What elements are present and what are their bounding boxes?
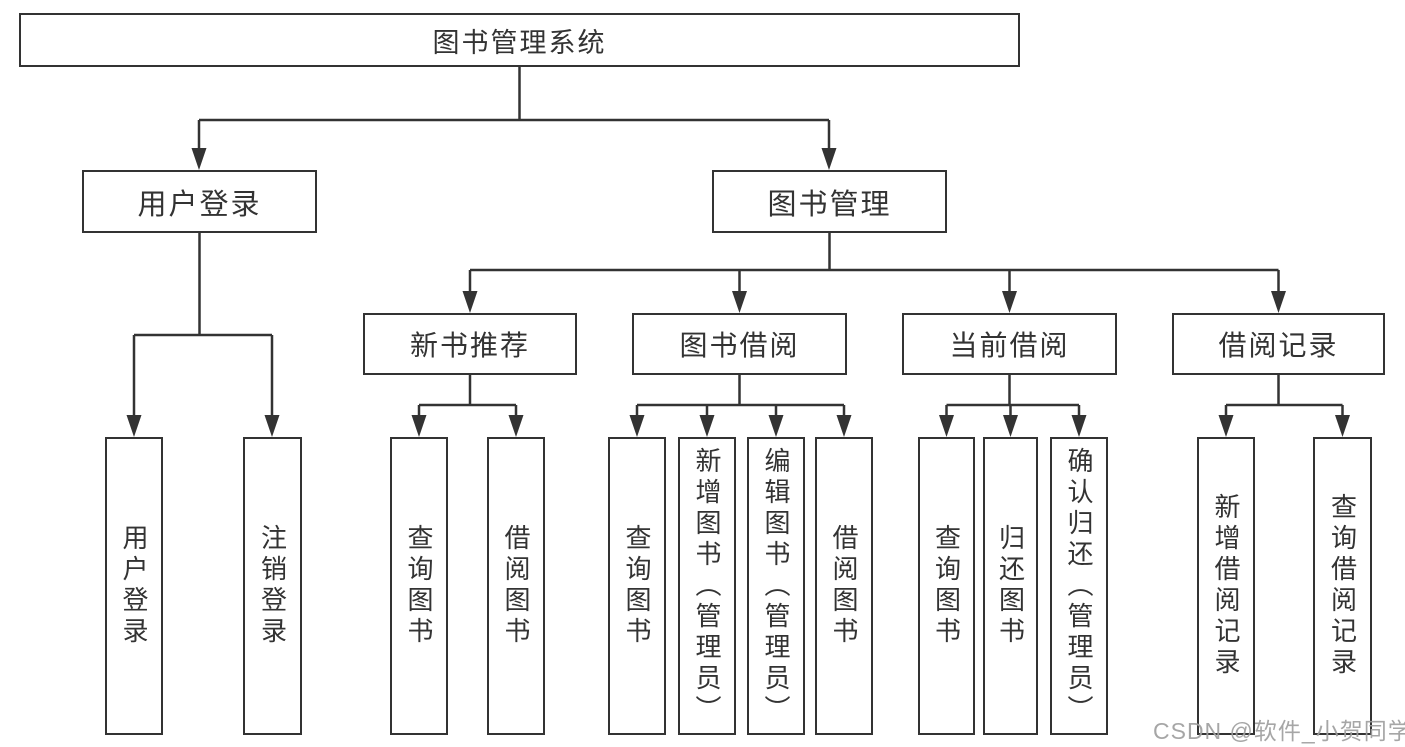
node-label: 用户登录 [137, 188, 262, 221]
leaf-query-books-borrowing: 查询图书 [608, 437, 666, 735]
node-label: 确认归还（管理员） [1064, 446, 1094, 726]
node-label: 编辑图书（管理员） [761, 446, 791, 726]
node-book-borrowing: 图书借阅 [632, 313, 847, 375]
leaf-query-books-recommend: 查询图书 [390, 437, 448, 735]
node-label: 新增借阅记录 [1211, 493, 1241, 679]
node-label: 注销登录 [257, 524, 288, 648]
node-label: 图书管理系统 [432, 27, 607, 58]
node-label: 借阅图书 [829, 524, 859, 648]
node-borrowing-records: 借阅记录 [1172, 313, 1385, 375]
leaf-user-login: 用户登录 [105, 437, 163, 735]
node-label: 查询借阅记录 [1327, 493, 1358, 679]
node-label: 查询图书 [404, 524, 434, 648]
leaf-return-books: 归还图书 [983, 437, 1038, 735]
node-library-management-system: 图书管理系统 [19, 13, 1020, 67]
node-user-login: 用户登录 [82, 170, 317, 233]
node-label: 查询图书 [931, 524, 962, 648]
node-label: 图书管理 [767, 188, 892, 221]
leaf-confirm-return-admin: 确认归还（管理员） [1050, 437, 1108, 735]
leaf-query-borrow-record: 查询借阅记录 [1313, 437, 1372, 735]
node-label: 借阅图书 [501, 524, 531, 648]
node-book-management: 图书管理 [712, 170, 947, 233]
node-label: 新增图书（管理员） [692, 446, 722, 726]
node-label: 归还图书 [995, 524, 1026, 648]
node-label: 用户登录 [119, 524, 149, 648]
arrowheads [126, 148, 1350, 437]
node-label: 图书借阅 [679, 330, 800, 361]
node-label: 借阅记录 [1218, 330, 1339, 361]
node-new-book-recommendation: 新书推荐 [363, 313, 577, 375]
node-label: 查询图书 [622, 524, 652, 648]
leaf-query-books-current: 查询图书 [918, 437, 975, 735]
node-label: 新书推荐 [409, 330, 530, 361]
leaf-add-borrow-record: 新增借阅记录 [1197, 437, 1255, 735]
leaf-borrow-books-recommend: 借阅图书 [487, 437, 545, 735]
node-label: 当前借阅 [949, 330, 1070, 361]
leaf-logout: 注销登录 [243, 437, 302, 735]
leaf-add-books-admin: 新增图书（管理员） [678, 437, 736, 735]
leaf-borrow-books: 借阅图书 [815, 437, 873, 735]
leaf-edit-books-admin: 编辑图书（管理员） [747, 437, 805, 735]
elbow-connectors [132, 67, 1344, 419]
node-current-borrowing: 当前借阅 [902, 313, 1117, 375]
